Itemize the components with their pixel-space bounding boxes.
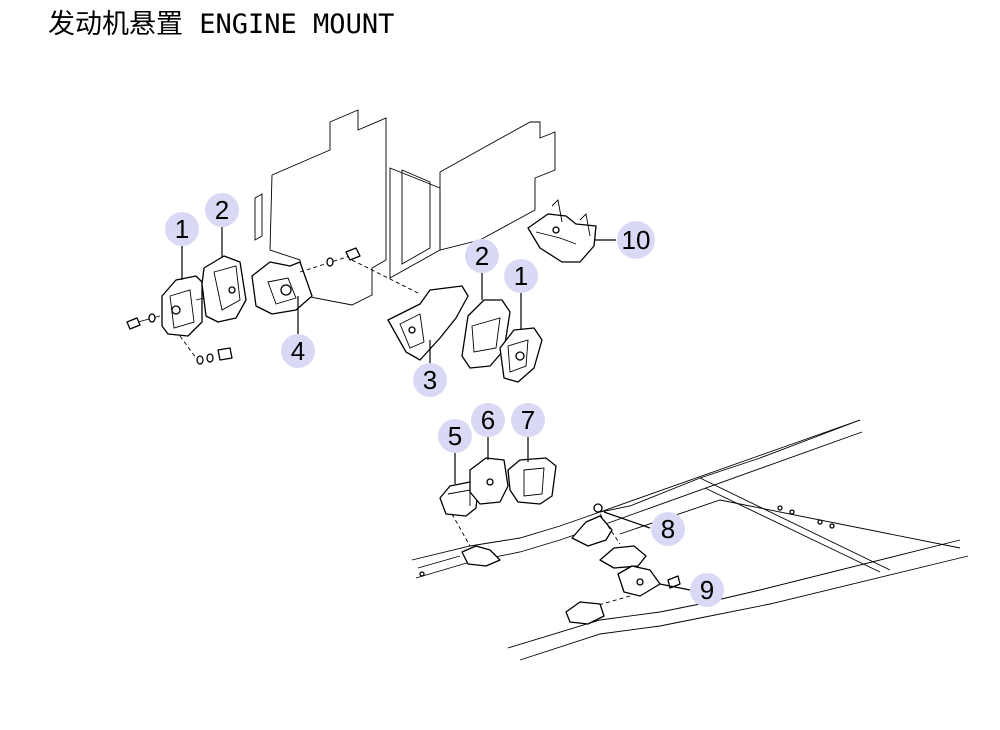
callout-8: 8	[651, 512, 685, 546]
callout-10: 10	[617, 221, 655, 259]
callout-7-label: 7	[521, 405, 535, 435]
callout-1b-label: 1	[514, 261, 528, 291]
callout-7: 7	[511, 403, 545, 437]
callout-6: 6	[471, 403, 505, 437]
title-english: ENGINE MOUNT	[199, 9, 395, 40]
callout-2-label: 2	[215, 195, 229, 225]
left-mount-assembly	[126, 247, 361, 365]
callout-2b: 2	[465, 239, 499, 273]
chassis-frame	[411, 419, 969, 661]
callout-10-label: 10	[622, 225, 651, 255]
callout-1: 1	[165, 212, 199, 246]
leader-lines	[181, 226, 691, 591]
callout-2: 2	[205, 193, 239, 227]
callout-4-label: 4	[291, 336, 305, 366]
callout-9-label: 9	[700, 575, 714, 605]
middle-mount-assembly	[351, 259, 543, 383]
callout-4: 4	[281, 334, 315, 368]
frame-mount-assembly	[439, 457, 557, 567]
callout-6-label: 6	[481, 405, 495, 435]
callout-3-label: 3	[423, 365, 437, 395]
callout-1b: 1	[504, 259, 538, 293]
part-10-bracket	[527, 199, 597, 263]
lower-mount-assembly	[565, 503, 681, 625]
title-chinese: 发动机悬置	[48, 9, 183, 40]
callout-9: 9	[690, 573, 724, 607]
callout-5: 5	[438, 419, 472, 453]
callout-3: 3	[413, 363, 447, 397]
callout-2b-label: 2	[475, 241, 489, 271]
callout-1-label: 1	[175, 214, 189, 244]
callout-5-label: 5	[448, 421, 462, 451]
page-title: 发动机悬置 ENGINE MOUNT	[48, 2, 394, 41]
callout-8-label: 8	[661, 514, 675, 544]
